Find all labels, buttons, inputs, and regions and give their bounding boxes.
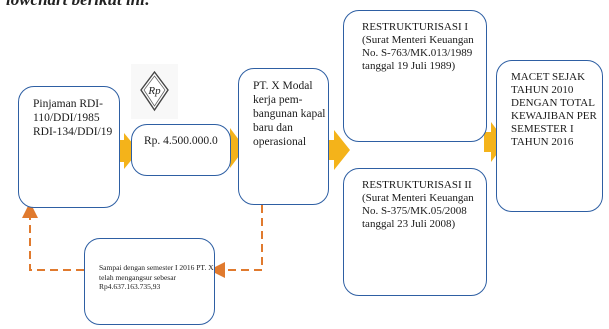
intro-text: lowchart berikut ini: [6,0,151,10]
restructuring-2-text: RESTRUKTURISASI II (Surat Menteri Keuang… [362,179,474,230]
amount-box-text: Rp. 4.500.000.0 [144,135,218,147]
loan-box: Pinjaman RDI-110/DDI/1985 RDI-134/DDI/19 [18,86,120,208]
block-arrow-restructure-to-result [484,122,506,162]
company-box-text: PT. X Modal kerja pem-bangunan kapal bar… [253,80,326,148]
payment-box: Sampai dengan semester I 2016 PT. X tela… [84,238,215,325]
rupiah-logo-text: Rp [147,85,161,97]
company-box: PT. X Modal kerja pem-bangunan kapal bar… [238,68,329,205]
block-arrow-company-to-restructure [326,130,350,170]
restructuring-1-text: RESTRUKTURISASI I (Surat Menteri Keuanga… [362,21,474,72]
loan-box-text: Pinjaman RDI-110/DDI/1985 RDI-134/DDI/19 [33,98,113,138]
result-box: MACET SEJAK TAHUN 2010 DENGAN TOTAL KEWA… [496,60,603,212]
payment-box-text: Sampai dengan semester I 2016 PT. X tela… [99,263,214,291]
payment-return-line [22,202,84,271]
restructuring-1-box: RESTRUKTURISASI I (Surat Menteri Keuanga… [343,10,487,142]
rupiah-logo: Rp [131,64,178,119]
result-box-text: MACET SEJAK TAHUN 2010 DENGAN TOTAL KEWA… [511,71,597,148]
restructuring-2-box: RESTRUKTURISASI II (Surat Menteri Keuang… [343,168,487,296]
amount-box: Rp. 4.500.000.0 [131,124,231,176]
company-to-payment-line [209,205,263,278]
block-arrow-loan-to-amount [120,133,139,169]
